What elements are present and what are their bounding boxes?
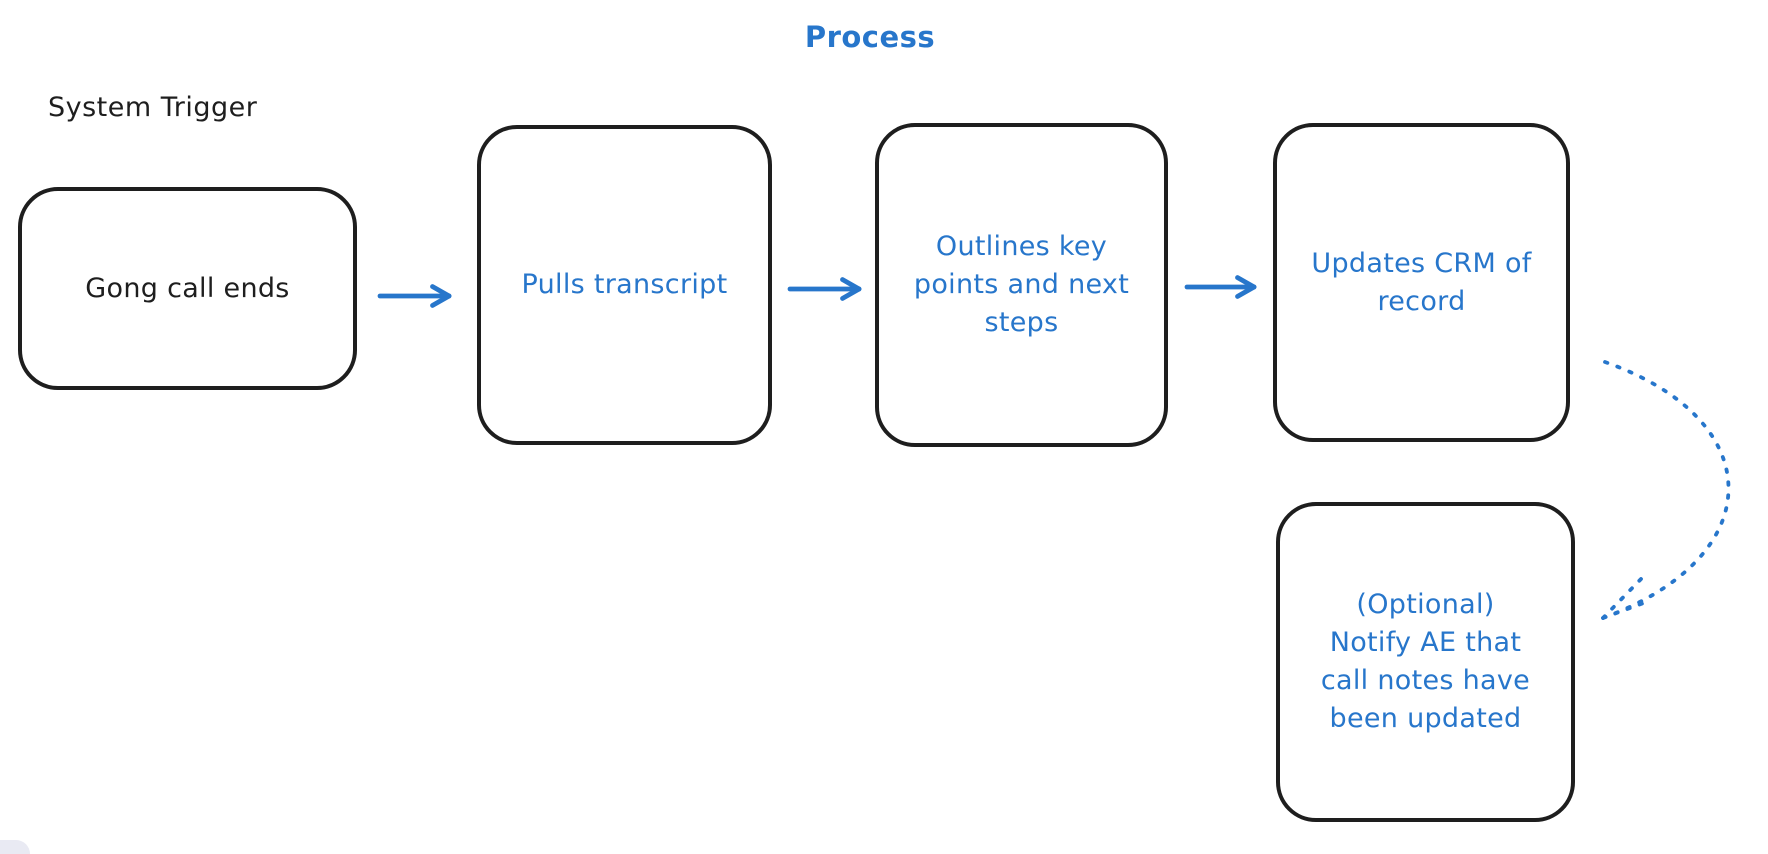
node-outlines-key-points[interactable]: Outlines key points and next steps bbox=[875, 123, 1168, 447]
node-gong-call-ends-label: Gong call ends bbox=[85, 272, 290, 304]
node-updates-crm-label: Updates CRM of record bbox=[1311, 247, 1532, 317]
flow-arrow-outline-to-crm[interactable] bbox=[1184, 275, 1257, 299]
dotted-curve-arrow-crm-to-notify-optional[interactable] bbox=[1601, 360, 1731, 620]
node-outlines-key-points-label: Outlines key points and next steps bbox=[913, 231, 1130, 338]
node-gong-call-ends[interactable]: Gong call ends bbox=[18, 187, 357, 390]
flow-arrow-gong-to-pulls[interactable] bbox=[377, 284, 452, 308]
node-notify-ae-optional-label: (Optional) Notify AE that call notes hav… bbox=[1320, 589, 1531, 734]
system-trigger-label[interactable]: System Trigger bbox=[48, 92, 258, 123]
node-updates-crm[interactable]: Updates CRM of record bbox=[1273, 123, 1570, 442]
process-title[interactable]: Process bbox=[804, 20, 936, 54]
node-notify-ae-optional[interactable]: (Optional) Notify AE that call notes hav… bbox=[1276, 502, 1575, 822]
corner-shape bbox=[0, 840, 30, 854]
node-pulls-transcript-label: Pulls transcript bbox=[521, 269, 728, 301]
node-pulls-transcript[interactable]: Pulls transcript bbox=[477, 125, 772, 445]
flow-arrow-pulls-to-outline[interactable] bbox=[787, 277, 862, 301]
